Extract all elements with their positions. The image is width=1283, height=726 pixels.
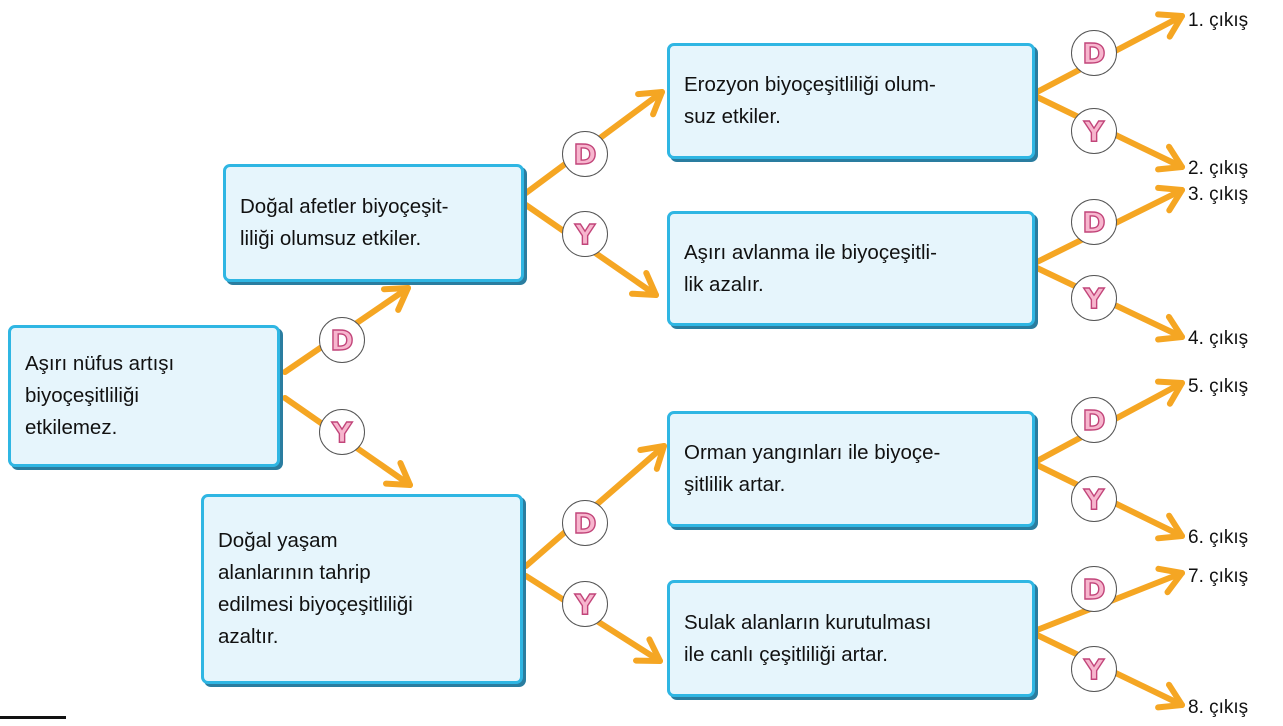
outcome-label-8: 8. çıkış [1188,697,1249,718]
level2-statement-text-4: Sulak alanların kurutulması ile canlı çe… [684,610,932,666]
true-badge-icon: D [562,131,608,177]
outcome-label-1: 1. çıkış [1188,10,1249,31]
level1-statement-box-2: Doğal yaşam alanlarının tahrip edilmesi … [201,494,523,684]
outcome-label-7: 7. çıkış [1188,566,1249,587]
level2-statement-box-3: Orman yangınları ile biyoçe- şitlilik ar… [667,411,1035,527]
false-badge-icon: Y [562,211,608,257]
false-badge-icon: Y [1071,646,1117,692]
level1-statement-box-1: Doğal afetler biyoçeşit- liliği olumsuz … [223,164,524,282]
outcome-label-5: 5. çıkış [1188,376,1249,397]
true-badge-icon: D [1071,566,1117,612]
level1-statement-text-1: Doğal afetler biyoçeşit- liliği olumsuz … [240,195,449,250]
true-badge-icon: D [1071,397,1117,443]
outcome-label-3: 3. çıkış [1188,184,1249,205]
outcome-label-4: 4. çıkış [1188,328,1249,349]
false-badge-icon: Y [1071,476,1117,522]
true-badge-icon: D [1071,199,1117,245]
level2-statement-text-1: Erozyon biyoçeşitliliği olum- suz etkile… [684,73,936,128]
level2-statement-box-4: Sulak alanların kurutulması ile canlı çe… [667,580,1035,697]
level2-statement-box-2: Aşırı avlanma ile biyoçeşitli- lik azalı… [667,211,1035,326]
root-statement-box: Aşırı nüfus artışı biyoçeşitliliği etkil… [8,325,280,467]
false-badge-icon: Y [1071,275,1117,321]
level1-statement-text-2: Doğal yaşam alanlarının tahrip edilmesi … [218,529,413,648]
false-badge-icon: Y [562,581,608,627]
false-badge-icon: Y [1071,108,1117,154]
level2-statement-text-3: Orman yangınları ile biyoçe- şitlilik ar… [684,441,941,496]
true-badge-icon: D [562,500,608,546]
true-badge-icon: D [319,317,365,363]
page-corner-rule [0,716,66,719]
root-statement-text: Aşırı nüfus artışı biyoçeşitliliği etkil… [25,352,175,439]
outcome-label-6: 6. çıkış [1188,527,1249,548]
outcome-label-2: 2. çıkış [1188,158,1249,179]
level2-statement-box-1: Erozyon biyoçeşitliliği olum- suz etkile… [667,43,1035,159]
false-badge-icon: Y [319,409,365,455]
level2-statement-text-2: Aşırı avlanma ile biyoçeşitli- lik azalı… [684,240,937,296]
true-badge-icon: D [1071,30,1117,76]
